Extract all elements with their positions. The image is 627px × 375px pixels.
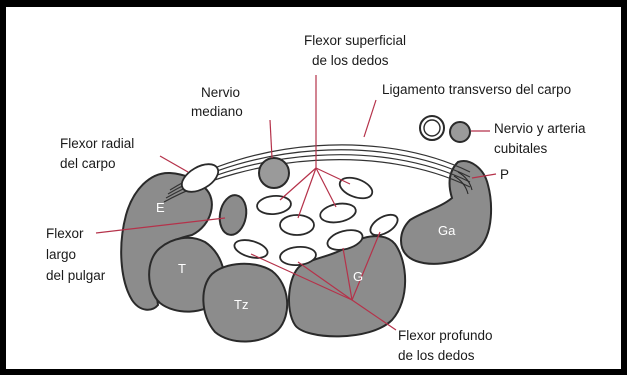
- bone-flexor-largo-pulgar: [217, 193, 250, 237]
- bone-label-tz: Tz: [234, 297, 248, 312]
- bone-label-t: T: [178, 261, 186, 276]
- ulnar-nerve: [450, 122, 470, 142]
- label-flexor-largo-pulgar: Flexor largo del pulgar: [46, 226, 106, 283]
- label-flexor-profundo: Flexor profundo de los dedos: [398, 328, 496, 363]
- bone-label-e: E: [156, 200, 165, 215]
- label-nervio-mediano: Nervio mediano: [191, 85, 244, 119]
- label-flexor-superficial: Flexor superficial de los dedos: [304, 33, 410, 68]
- label-ligamento-transverso: Ligamento transverso del carpo: [382, 82, 571, 97]
- tendon-superficial-3: [319, 201, 358, 225]
- label-flexor-radial: Flexor radial del carpo: [60, 136, 138, 171]
- bone-label-ga: Ga: [438, 223, 456, 238]
- tendon-profundo-4: [367, 211, 401, 240]
- tendon-superficial-4: [280, 215, 314, 235]
- median-nerve: [259, 158, 289, 188]
- label-nervio-arteria-cubitales: Nervio y arteria cubitales: [494, 121, 589, 156]
- tendon-profundo-1: [233, 237, 270, 261]
- tendon-superficial-2: [256, 195, 291, 216]
- bone-label-g: G: [353, 269, 363, 284]
- tendon-superficial-1: [337, 174, 375, 203]
- label-p: P: [500, 167, 509, 182]
- ulnar-nerve-artery: [420, 116, 470, 142]
